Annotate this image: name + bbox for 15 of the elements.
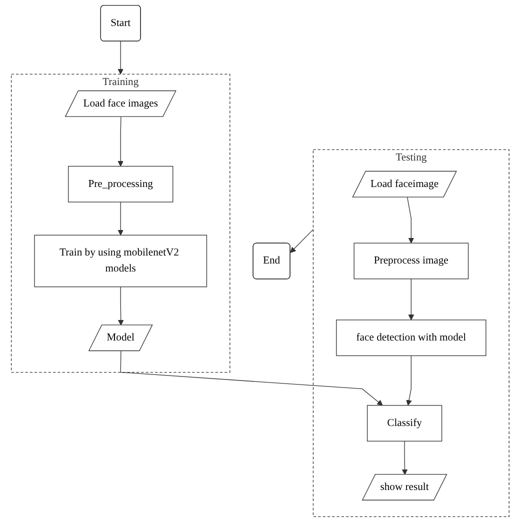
arrow [120,350,383,406]
arrow [406,355,412,406]
node-box: Train by using mobilenetV2 models [34,234,207,288]
arrow [118,286,124,326]
arrow [402,440,408,475]
arrow [406,197,414,244]
arrow [117,116,124,167]
arrow [117,40,124,74]
arrow [290,229,314,253]
arrow [408,278,414,320]
arrow [117,202,124,236]
node-box: face detection with model [336,320,486,356]
node-box: Pre_processing [68,166,173,202]
node-box: Classify [366,405,442,442]
node-box: Preprocess image [354,242,468,280]
